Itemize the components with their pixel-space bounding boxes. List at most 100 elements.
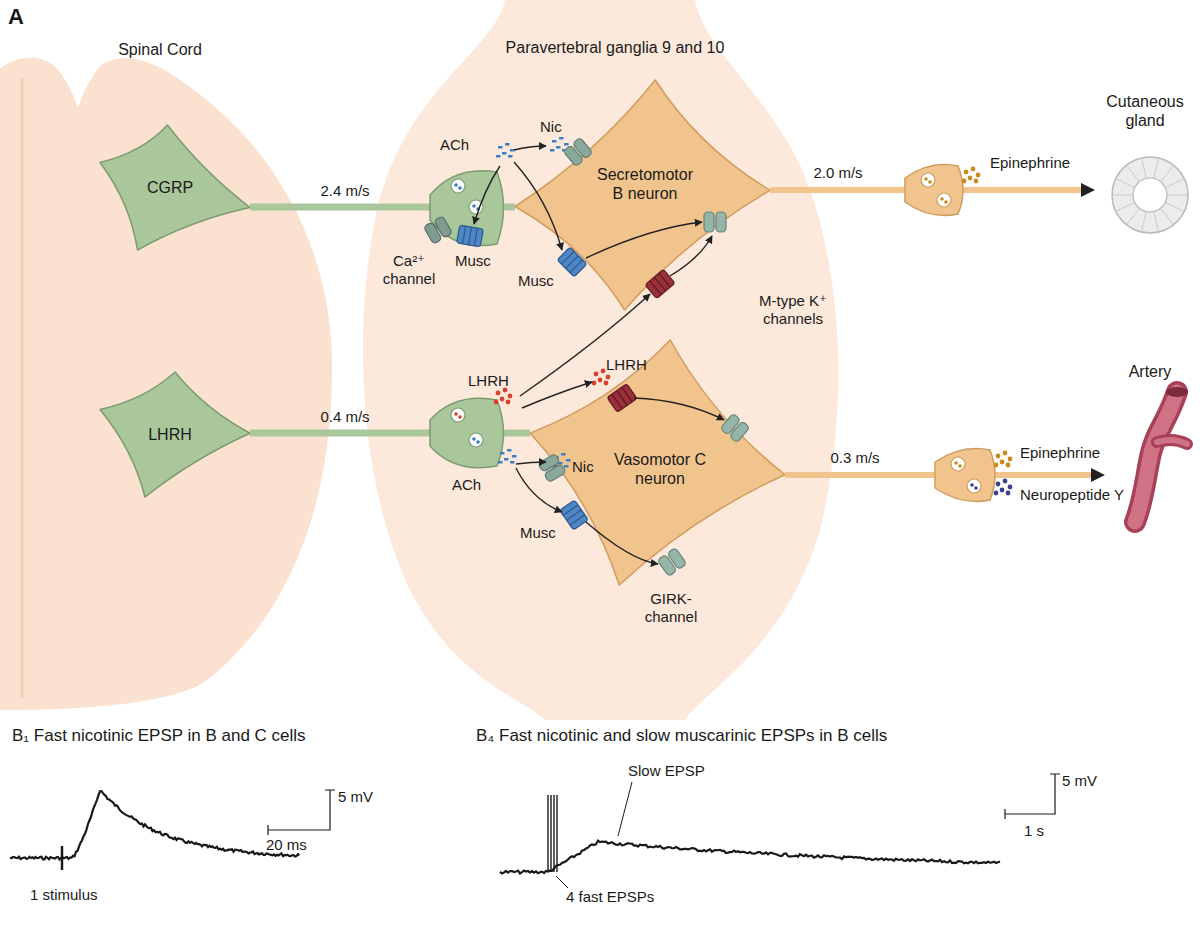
vesicle — [469, 433, 483, 447]
lhrh-channel-part — [622, 387, 632, 402]
musc-channel-part — [570, 515, 585, 525]
ach-molecules-part — [552, 140, 557, 143]
vesicle-part — [921, 173, 935, 187]
annotation-label: Slow EPSP — [628, 762, 705, 780]
ach-molecules-part — [564, 143, 569, 146]
panel-title: B₄ Fast nicotinic and slow muscarinic EP… — [476, 726, 887, 746]
epsp-trace — [10, 791, 300, 859]
scale-label: 5 mV — [338, 788, 373, 806]
lhrh-molecules-part — [606, 375, 611, 380]
lhrh-molecules-part — [500, 397, 505, 402]
node-text-box: Cutaneous gland — [1095, 92, 1195, 130]
lhrh-molecules-part — [601, 369, 606, 374]
musc-channel-part — [570, 260, 583, 273]
channel-label: GIRK-channel — [636, 590, 706, 626]
spinal-cord-region: Spinal CordCGRP LHRH — [0, 38, 335, 710]
label-box: Nic — [540, 118, 562, 136]
scale-bar — [1005, 774, 1060, 819]
epi-molecules — [962, 167, 981, 184]
fast-epsp-spike — [550, 795, 551, 872]
receptor-label: Nic — [572, 458, 594, 476]
postganglionic-neuron: Vasomotor C neuron — [530, 340, 785, 585]
k-channel-part — [716, 212, 726, 232]
lhrh-molecules-part — [508, 394, 513, 399]
signal-arrow — [474, 166, 500, 224]
musc-channel-part — [463, 226, 466, 244]
musc-channel-part — [468, 227, 471, 245]
vesicle-part — [940, 197, 944, 201]
label-box: Epinephrine — [1020, 444, 1100, 462]
artery-shape — [1135, 387, 1188, 522]
ach-molecules-part — [498, 461, 503, 464]
preganglionic-neuron: LHRH — [100, 372, 250, 497]
label-box: 5 mV — [338, 788, 373, 806]
preganglionic-neuron: CGRP — [100, 125, 250, 250]
epi-molecules-part — [962, 179, 967, 184]
receptor-label: Nic — [540, 118, 562, 136]
vesicle — [951, 457, 965, 471]
vesicle — [451, 179, 465, 193]
node-label: Artery — [1105, 362, 1195, 381]
receptor-label: Musc — [455, 252, 491, 270]
ach-molecules-part — [500, 452, 505, 455]
epi-molecules-part — [1000, 460, 1005, 465]
node-text-box: Paravertebral ganglia 9 and 10 — [495, 38, 735, 57]
label-box: Ca²⁺ channel — [378, 252, 440, 288]
vesicle — [921, 173, 935, 187]
npy-molecules-part — [1000, 488, 1005, 493]
label-box: Neuropeptide Y — [1020, 486, 1124, 504]
ach-molecules-part — [508, 155, 513, 158]
node-text-box: Vasomotor C neuron — [605, 450, 715, 488]
stimulus-artifact — [61, 846, 64, 870]
node-text-box: CGRP — [100, 178, 240, 197]
leader-line — [556, 876, 568, 888]
epi-molecules-part — [996, 454, 1001, 459]
vesicle — [937, 193, 951, 207]
label-box: Slow EPSP — [628, 762, 705, 780]
vesicle-part — [472, 437, 476, 441]
musc-channel-part — [457, 225, 484, 247]
node-text-box: Secretomotor B neuron — [590, 165, 700, 203]
lhrh-channel-part — [659, 273, 671, 287]
label-box: B₄ Fast nicotinic and slow muscarinic EP… — [476, 726, 887, 746]
scale-bar-part — [268, 790, 335, 835]
edge-label-box: 0.3 m/s — [830, 449, 879, 467]
ach-molecules-part — [566, 459, 571, 462]
ach-molecules-part — [502, 152, 507, 155]
musc-channel — [457, 225, 484, 247]
vesicle-part — [951, 457, 965, 471]
npy-molecules — [994, 479, 1013, 496]
node-label: Secretomotor B neuron — [590, 165, 700, 203]
ach-molecules-part — [512, 455, 517, 458]
lhrh-molecules-part — [592, 381, 597, 386]
npy-molecules-part — [996, 482, 1001, 487]
epi-molecules-part — [964, 170, 969, 175]
edge-label-box: 2.0 m/s — [813, 164, 862, 182]
epi-molecules — [994, 451, 1013, 468]
soma-shape — [530, 340, 785, 585]
receptor-label: Musc — [518, 272, 554, 290]
vesicle-part — [958, 464, 962, 468]
label-box: M-type K⁺ channels — [748, 292, 838, 328]
node-label: Spinal Cord — [95, 40, 225, 59]
ach-molecules-part — [510, 461, 515, 464]
transmitter-label: Epinephrine — [1020, 444, 1100, 462]
conduction-velocity: 0.4 m/s — [320, 408, 369, 426]
npy-molecules-part — [1006, 491, 1011, 496]
transmitter-label: ACh — [452, 476, 481, 494]
vesicle-part — [476, 440, 480, 444]
spinal-cord-region-outline — [0, 38, 335, 710]
epi-molecules-part — [1008, 457, 1013, 462]
axon-terminal — [935, 449, 995, 502]
spinal-cord-shape — [0, 57, 332, 710]
node-label: Paravertebral ganglia 9 and 10 — [495, 38, 735, 57]
label-box: 1 s — [1024, 822, 1044, 840]
label-box: LHRH — [606, 356, 647, 374]
node-label: Cutaneous gland — [1095, 92, 1195, 130]
axon-terminal — [905, 165, 963, 216]
ganglion-shape — [363, 0, 838, 720]
vesicle-part — [967, 479, 981, 493]
recording-traces — [10, 774, 1060, 888]
